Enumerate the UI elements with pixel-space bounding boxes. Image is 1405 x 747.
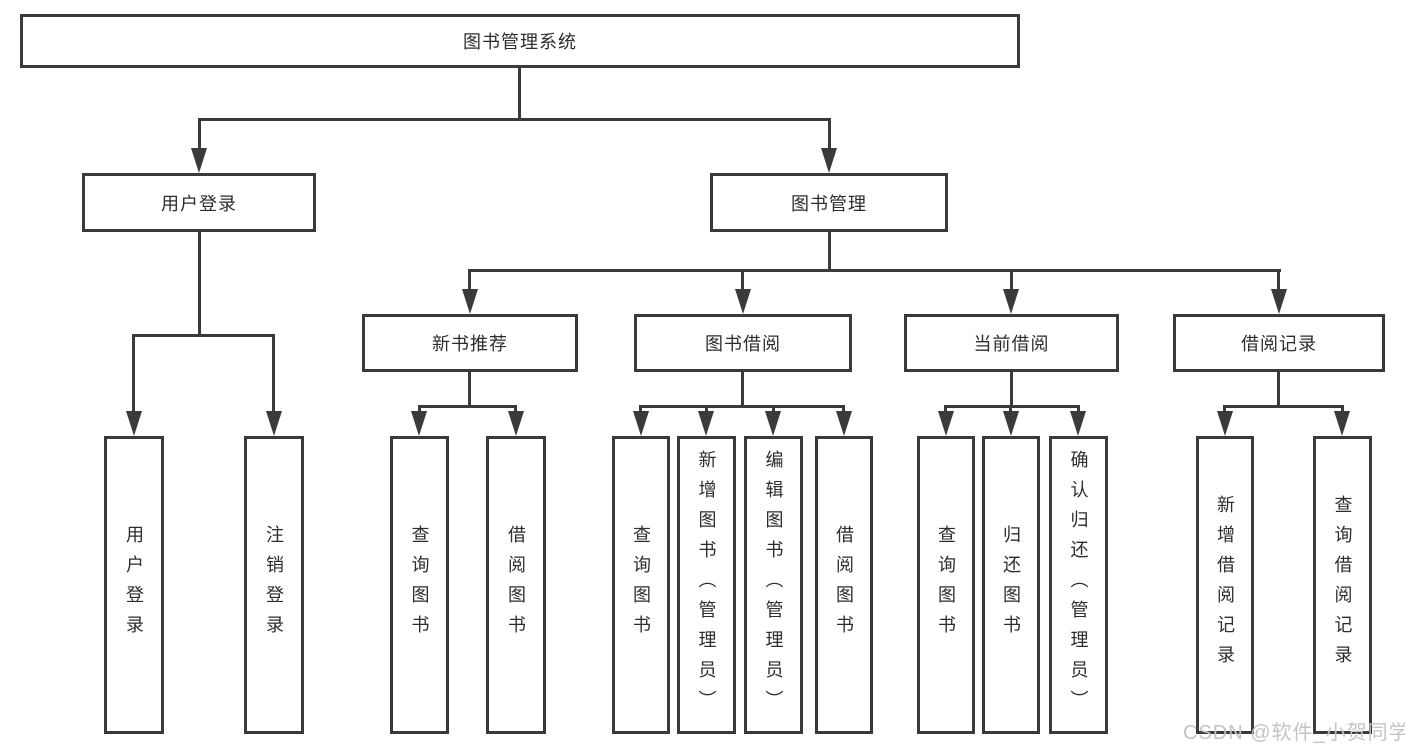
arrow-down-icon [1334,411,1350,436]
connector-line [468,269,471,293]
node-book-borrow-label: 图书借阅 [705,334,781,354]
node-borrow-record-label: 借阅记录 [1241,334,1317,354]
leaf-add-borrow-record: 新增借阅记录 [1196,436,1254,734]
leaf-query-book-2: 查询图书 [612,436,670,734]
node-new-book-recommend-label: 新书推荐 [432,334,508,354]
csdn-watermark: CSDN @软件_小贺同学 [1183,722,1405,744]
node-root: 图书管理系统 [20,14,1020,68]
connector-line [944,405,947,415]
leaf-return-book-label: 归还图书 [1001,525,1021,645]
arrow-down-icon [765,411,781,436]
connector-line [1009,405,1012,415]
connector-line [705,405,708,415]
leaf-confirm-return-admin-label: 确认归还（管理员） [1068,450,1089,720]
leaf-borrow-book-2: 借阅图书 [815,436,873,734]
arrow-down-icon [1003,289,1019,314]
node-user-login: 用户登录 [82,173,316,232]
leaf-edit-book-admin: 编辑图书（管理员） [744,436,803,734]
node-root-label: 图书管理系统 [463,32,577,52]
connector-line [418,405,517,408]
node-book-management-label: 图书管理 [791,193,867,214]
node-user-login-label: 用户登录 [161,193,237,214]
arrow-down-icon [821,148,837,173]
leaf-logout: 注销登录 [244,436,304,734]
leaf-add-book-admin: 新增图书（管理员） [677,436,736,734]
connector-line [1341,405,1344,415]
connector-line [1223,405,1226,415]
arrow-down-icon [1003,411,1019,436]
leaf-add-borrow-record-label: 新增借阅记录 [1215,495,1235,675]
leaf-add-book-admin-label: 新增图书（管理员） [696,450,717,720]
leaf-query-book-1: 查询图书 [390,436,449,734]
connector-line [1077,405,1080,415]
arrow-down-icon [938,411,954,436]
connector-line [272,334,275,415]
arrow-down-icon [191,148,207,173]
connector-line [468,269,1281,272]
leaf-borrow-book-1: 借阅图书 [486,436,546,734]
leaf-edit-book-admin-label: 编辑图书（管理员） [763,450,784,720]
arrow-down-icon [735,289,751,314]
leaf-query-borrow-record: 查询借阅记录 [1313,436,1372,734]
connector-line [639,405,845,408]
leaf-query-book-3-label: 查询图书 [936,525,956,645]
leaf-query-book-3: 查询图书 [917,436,975,734]
connector-line [518,68,521,121]
arrow-down-icon [836,411,852,436]
leaf-user-login: 用户登录 [104,436,164,734]
connector-line [772,405,775,415]
arrow-down-icon [1217,411,1233,436]
connector-line [741,269,744,293]
connector-line [1277,372,1280,407]
node-book-borrow: 图书借阅 [634,314,852,372]
connector-line [514,405,517,415]
node-borrow-record: 借阅记录 [1173,314,1385,372]
connector-line [828,118,831,152]
connector-line [198,232,201,337]
connector-line [1010,269,1013,293]
arrow-down-icon [266,411,282,436]
arrow-down-icon [1271,289,1287,314]
arrow-down-icon [462,289,478,314]
leaf-query-borrow-record-label: 查询借阅记录 [1332,495,1353,675]
arrow-down-icon [508,411,524,436]
connector-line [132,334,275,337]
connector-line [1223,405,1344,408]
arrow-down-icon [126,411,142,436]
connector-line [842,405,845,415]
node-new-book-recommend: 新书推荐 [362,314,578,372]
connector-line [198,118,831,121]
node-current-borrow: 当前借阅 [904,314,1119,372]
connector-line [198,118,201,152]
connector-line [741,372,744,407]
leaf-query-book-1-label: 查询图书 [409,525,430,645]
node-book-management: 图书管理 [710,173,948,232]
leaf-confirm-return-admin: 确认归还（管理员） [1049,436,1108,734]
leaf-user-login-label: 用户登录 [124,525,144,645]
connector-line [639,405,642,415]
connector-line [1277,269,1280,293]
leaf-query-book-2-label: 查询图书 [631,525,651,645]
connector-line [1010,372,1013,407]
arrow-down-icon [1070,411,1086,436]
connector-line [132,334,135,415]
connector-line [418,405,421,415]
connector-line [944,405,1080,408]
leaf-return-book: 归还图书 [982,436,1040,734]
connector-line [828,232,831,271]
node-current-borrow-label: 当前借阅 [973,334,1050,354]
connector-line [468,372,471,407]
arrow-down-icon [633,411,649,436]
leaf-logout-label: 注销登录 [264,525,284,645]
arrow-down-icon [411,411,427,436]
arrow-down-icon [698,411,714,436]
leaf-borrow-book-2-label: 借阅图书 [834,525,854,645]
leaf-borrow-book-1-label: 借阅图书 [506,525,526,645]
